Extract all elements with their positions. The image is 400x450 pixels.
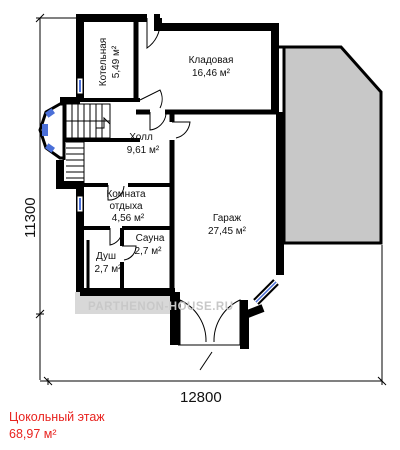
outside-area xyxy=(75,292,175,314)
room-area-garage: 27,45 м² xyxy=(208,226,247,237)
room-area-storage: 16,46 м² xyxy=(192,68,231,79)
room-name-boiler: Котельная xyxy=(98,38,109,86)
bay-window-left xyxy=(38,102,66,160)
height-dimension: 11300 xyxy=(22,197,39,238)
dimension-lines xyxy=(35,13,387,386)
room-area-boiler: 5,49 м² xyxy=(111,45,122,78)
stairs xyxy=(65,103,111,184)
floor-title: Цокольный этаж xyxy=(9,410,105,424)
interior-walls xyxy=(62,22,278,292)
width-dimension: 12800 xyxy=(180,389,222,406)
room-area-rest: 4,56 м² xyxy=(112,213,145,224)
doors xyxy=(107,18,242,371)
room-name-storage: Кладовая xyxy=(189,55,234,66)
watermark: PARTHENON-HOUSE.RU xyxy=(88,301,234,313)
room-area-shower: 2,7 м² xyxy=(95,264,123,275)
room-area-sauna: 2,7 м² xyxy=(135,246,163,257)
garage-opening xyxy=(170,292,180,345)
room-name-shower: Душ xyxy=(96,251,116,262)
room-name-sauna: Сауна xyxy=(136,233,165,244)
room-name-garage: Гараж xyxy=(213,213,242,224)
room-area-hall: 9,61 м² xyxy=(127,145,160,156)
room-name-hall: Холл xyxy=(129,132,153,143)
terrace xyxy=(279,45,383,245)
floor-area: 68,97 м² xyxy=(9,427,57,441)
window-garage xyxy=(253,279,279,305)
room-labels: Кладовая 16,46 м² Котельная 5,49 м² Холл… xyxy=(95,38,247,275)
